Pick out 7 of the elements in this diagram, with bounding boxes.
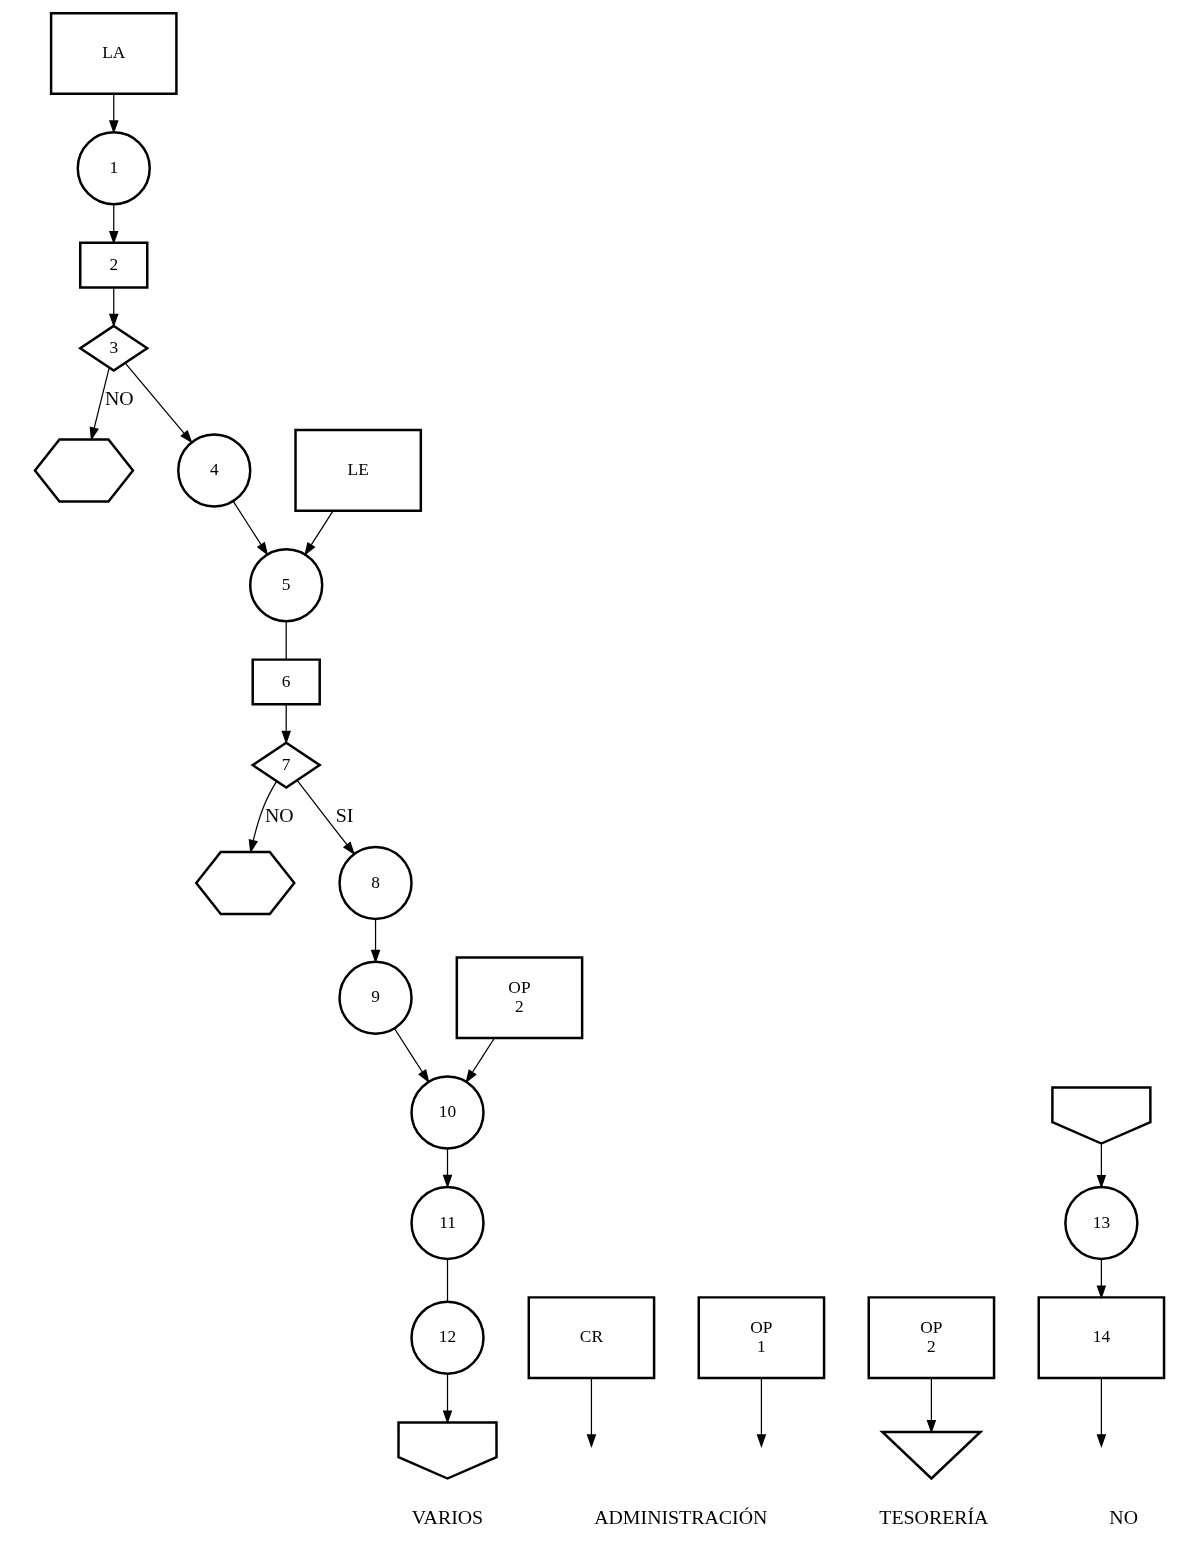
label: ADMINISTRACIÓN xyxy=(594,1506,768,1529)
edge-label: NO xyxy=(265,803,294,826)
edge-label: SI xyxy=(335,803,354,826)
label: VARIOS xyxy=(411,1506,484,1529)
edge-label: NO xyxy=(105,387,134,410)
label: NO xyxy=(1109,1506,1139,1529)
label: TESORERÍA xyxy=(879,1506,989,1529)
